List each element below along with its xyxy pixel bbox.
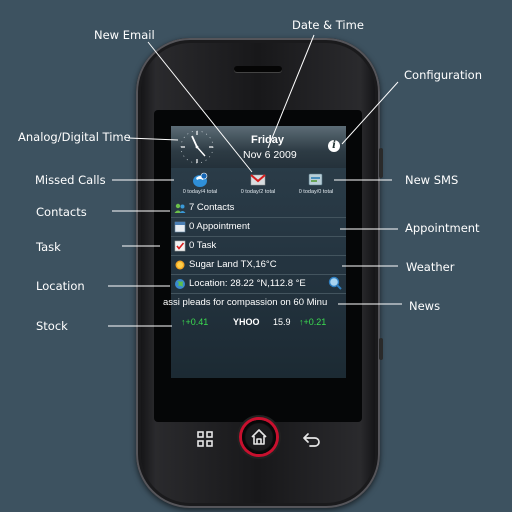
callout-date-time: Date & Time — [292, 18, 364, 32]
location-row[interactable]: Location: 28.22 °N,112.8 °E — [171, 275, 346, 294]
widget-header: Friday Nov 6 2009 i — [171, 126, 346, 168]
stock-symbol: YHOO — [233, 317, 260, 327]
contacts-row[interactable]: 7 Contacts — [171, 199, 346, 218]
contacts-label: 7 Contacts — [189, 202, 235, 213]
widget-screen: Friday Nov 6 2009 i 0 today/4 total 0 to… — [163, 126, 346, 378]
callout-new-sms: New SMS — [405, 173, 459, 187]
search-icon[interactable] — [328, 276, 342, 290]
clock-icon[interactable] — [179, 129, 215, 165]
callout-missed-calls: Missed Calls — [35, 173, 106, 187]
stock-change-left: ↑+0.41 — [181, 317, 209, 327]
weather-row[interactable]: Sugar Land TX,16°C — [171, 256, 346, 275]
callout-location: Location — [36, 279, 85, 293]
date-label: Nov 6 2009 — [243, 149, 297, 161]
home-icon — [251, 429, 267, 445]
menu-icon[interactable] — [196, 430, 214, 448]
callout-weather: Weather — [406, 260, 455, 274]
email-notification[interactable]: 0 today/2 total — [229, 170, 287, 195]
camera-key[interactable] — [379, 338, 383, 360]
sms-count: 0 today/0 total — [298, 189, 334, 195]
stock-price: 15.9 — [273, 317, 291, 327]
news-text: assi pleads for compassion on 60 Minu — [163, 297, 328, 308]
missed-calls-count: 0 today/4 total — [182, 189, 218, 195]
stock-ticker[interactable]: ↑+0.41 YHOO 15.9 ↑+0.21 — [171, 314, 346, 330]
contacts-icon — [174, 203, 186, 213]
callout-contacts: Contacts — [36, 205, 87, 219]
missed-calls-notification[interactable]: 0 today/4 total — [171, 170, 229, 195]
callout-analog-digital-time: Analog/Digital Time — [18, 130, 131, 144]
notification-row: 0 today/4 total 0 today/2 total 0 today/… — [171, 170, 346, 200]
location-label: Location: 28.22 °N,112.8 °E — [189, 278, 306, 289]
back-icon[interactable] — [302, 430, 322, 448]
missed-call-icon — [193, 172, 208, 187]
callout-task: Task — [36, 240, 61, 254]
earpiece — [234, 66, 282, 72]
email-count: 0 today/2 total — [240, 189, 276, 195]
volume-key[interactable] — [379, 148, 383, 178]
home-button[interactable] — [242, 420, 276, 454]
sms-icon — [308, 173, 323, 186]
appointment-icon — [174, 221, 186, 233]
callout-new-email: New Email — [94, 28, 155, 42]
callout-stock: Stock — [36, 319, 68, 333]
appointment-row[interactable]: 0 Appointment — [171, 218, 346, 237]
appointment-label: 0 Appointment — [189, 221, 250, 232]
sms-notification[interactable]: 0 today/0 total — [287, 170, 345, 195]
weather-label: Sugar Land TX,16°C — [189, 259, 277, 270]
task-icon — [174, 240, 186, 252]
stock-change-right: ↑+0.21 — [299, 317, 327, 327]
weather-icon — [175, 260, 185, 270]
info-icon[interactable]: i — [328, 140, 340, 152]
globe-icon — [175, 279, 185, 289]
day-label: Friday — [251, 134, 285, 146]
news-ticker[interactable]: assi pleads for compassion on 60 Minu — [163, 295, 346, 311]
callout-appointment: Appointment — [405, 221, 480, 235]
task-label: 0 Task — [189, 240, 217, 251]
callout-news: News — [409, 299, 441, 313]
task-row[interactable]: 0 Task — [171, 237, 346, 256]
email-icon — [250, 174, 266, 186]
callout-configuration: Configuration — [404, 68, 482, 82]
